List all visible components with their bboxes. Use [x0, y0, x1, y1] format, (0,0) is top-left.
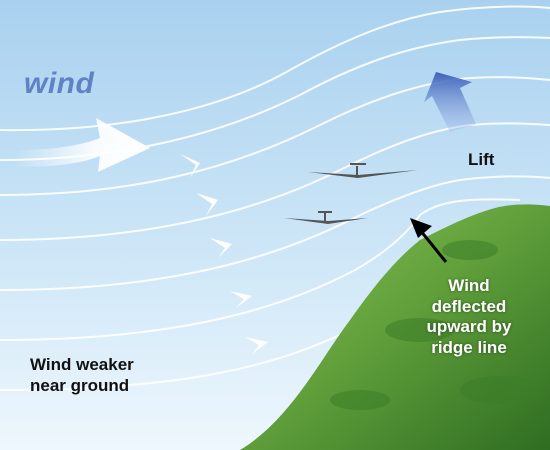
streamline-6: [0, 198, 521, 341]
ridge-texture: [330, 240, 540, 410]
chevron-arrow-icon: [196, 193, 218, 216]
label-line: near ground: [30, 375, 130, 395]
label-line: Wind: [448, 276, 490, 295]
wind-arrow-icon: [14, 118, 150, 172]
streamline-3: [0, 76, 550, 196]
deflected-wind-label: Wind deflected upward by ridge line: [408, 276, 530, 359]
chevron-arrow-icon: [245, 337, 268, 354]
weak-wind-label: Wind weaker near ground: [30, 355, 134, 396]
streamline-5: [0, 175, 550, 291]
chevron-arrow-icon: [210, 238, 232, 258]
chevron-arrow-icon: [230, 291, 252, 308]
wind-label: wind: [24, 67, 95, 100]
label-line: upward by: [426, 317, 512, 337]
glider-icon: [284, 211, 368, 224]
lift-label: Lift: [468, 150, 495, 169]
lift-arrow-icon: [424, 72, 476, 132]
label-line: deflected: [431, 296, 507, 316]
label-line: Wind weaker: [30, 355, 134, 374]
pointer-arrow-icon: [410, 218, 448, 263]
label-line: ridge line: [431, 338, 507, 358]
chevron-arrow-icon: [180, 154, 200, 178]
streamline-1: [0, 5, 550, 132]
glider-icon: [308, 163, 418, 178]
streamline-arrowheads: [180, 154, 268, 354]
